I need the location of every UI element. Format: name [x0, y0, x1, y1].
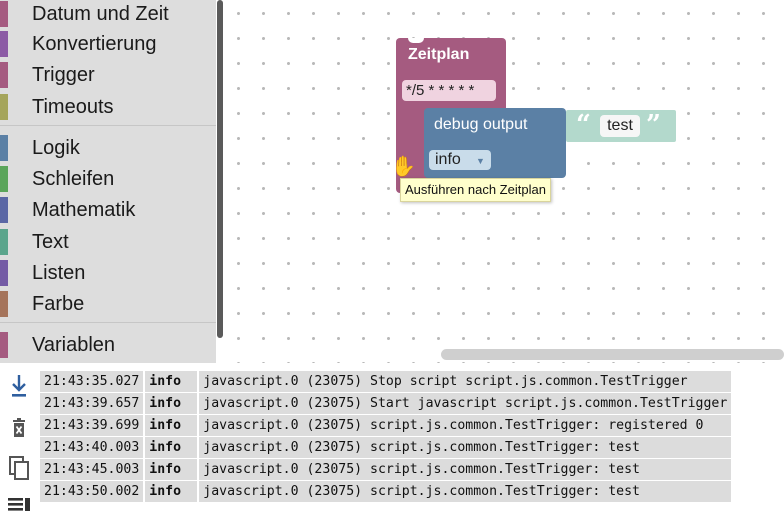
- toolbox-category-trigger[interactable]: Trigger: [0, 61, 216, 89]
- category-label: Logik: [32, 137, 80, 159]
- category-color-stripe: [0, 260, 8, 286]
- block-tooltip: Ausführen nach Zeitplan: [400, 178, 551, 202]
- log-table: 21:43:35.027 info javascript.0 (23075) S…: [40, 370, 734, 503]
- scroll-to-bottom-button[interactable]: [4, 371, 34, 401]
- wrap-lines-icon: [8, 498, 30, 511]
- toolbox-category-farbe[interactable]: Farbe: [0, 290, 216, 318]
- log-message: javascript.0 (23075) Start javascript sc…: [199, 393, 734, 414]
- category-label: Timeouts: [32, 96, 114, 118]
- close-quote-icon: ”: [646, 110, 661, 140]
- toolbox-category-datum-und-zeit[interactable]: Datum und Zeit: [0, 0, 216, 28]
- log-level-dropdown[interactable]: info ▼: [429, 150, 491, 170]
- log-message: javascript.0 (23075) script.js.common.Te…: [199, 415, 734, 436]
- category-label: Variablen: [32, 334, 116, 356]
- category-color-stripe: [0, 166, 8, 192]
- copy-log-button[interactable]: [4, 452, 34, 482]
- toolbox-category-timeouts[interactable]: Timeouts: [0, 93, 216, 121]
- category-color-stripe: [0, 332, 8, 358]
- text-block[interactable]: “ test ”: [566, 110, 676, 142]
- log-severity: info: [145, 415, 200, 436]
- log-time: 21:43:50.002: [40, 481, 146, 502]
- cron-schedule-field[interactable]: */5 * * * * *: [402, 80, 496, 101]
- log-row: 21:43:40.003 info javascript.0 (23075) s…: [40, 437, 734, 458]
- wrap-lines-button[interactable]: [4, 490, 34, 520]
- debug-output-block-title: debug output: [434, 116, 528, 133]
- log-time: 21:43:40.003: [40, 437, 146, 458]
- log-severity: info: [145, 481, 200, 502]
- category-label: Farbe: [32, 293, 85, 315]
- toolbox-separator: [0, 125, 216, 126]
- toolbox-category-listen[interactable]: Listen: [0, 259, 216, 287]
- log-time: 21:43:45.003: [40, 459, 146, 480]
- copy-icon: [9, 456, 29, 480]
- open-quote-icon: “: [576, 110, 591, 140]
- toolbox-category-logik[interactable]: Logik: [0, 134, 216, 162]
- log-row: 21:43:35.027 info javascript.0 (23075) S…: [40, 371, 734, 392]
- category-label: Schleifen: [32, 168, 115, 190]
- log-severity: info: [145, 459, 200, 480]
- log-time: 21:43:39.699: [40, 415, 146, 436]
- log-severity: info: [145, 393, 200, 414]
- log-message: javascript.0 (23075) script.js.common.Te…: [199, 437, 734, 458]
- log-severity: info: [145, 371, 200, 392]
- log-severity: info: [145, 437, 200, 458]
- blockly-toolbox: Datum und Zeit Konvertierung Trigger Tim…: [0, 0, 216, 363]
- category-label: Mathematik: [32, 199, 136, 221]
- log-message: javascript.0 (23075) script.js.common.Te…: [199, 481, 734, 502]
- toolbox-category-mathematik[interactable]: Mathematik: [0, 196, 216, 224]
- category-color-stripe: [0, 229, 8, 255]
- toolbox-separator: [0, 322, 216, 323]
- workspace-horizontal-scrollbar[interactable]: [441, 349, 784, 360]
- toolbox-category-konvertierung[interactable]: Konvertierung: [0, 30, 216, 58]
- category-label: Datum und Zeit: [32, 3, 169, 25]
- category-label: Text: [32, 231, 69, 253]
- category-color-stripe: [0, 1, 8, 27]
- scroll-to-bottom-icon: [12, 375, 26, 397]
- toolbox-category-text[interactable]: Text: [0, 228, 216, 256]
- toolbox-scrollbar[interactable]: [217, 0, 223, 338]
- clear-log-button[interactable]: [4, 413, 34, 443]
- hand-cursor-icon: ✋: [391, 156, 416, 178]
- category-color-stripe: [0, 197, 8, 223]
- clear-log-icon: [13, 418, 25, 437]
- zeitplan-block-title: Zeitplan: [408, 46, 470, 63]
- log-level-value: info: [435, 151, 461, 168]
- log-row: 21:43:39.657 info javascript.0 (23075) S…: [40, 393, 734, 414]
- log-panel[interactable]: 21:43:35.027 info javascript.0 (23075) S…: [40, 363, 784, 519]
- log-row: 21:43:39.699 info javascript.0 (23075) s…: [40, 415, 734, 436]
- category-label: Listen: [32, 262, 86, 284]
- category-color-stripe: [0, 94, 8, 120]
- text-value-field[interactable]: test: [600, 115, 640, 137]
- log-message: javascript.0 (23075) Stop script script.…: [199, 371, 734, 392]
- toolbox-category-schleifen[interactable]: Schleifen: [0, 165, 216, 193]
- category-color-stripe: [0, 62, 8, 88]
- category-color-stripe: [0, 135, 8, 161]
- category-label: Trigger: [32, 64, 95, 86]
- category-label: Konvertierung: [32, 33, 157, 55]
- category-color-stripe: [0, 291, 8, 317]
- log-row: 21:43:45.003 info javascript.0 (23075) s…: [40, 459, 734, 480]
- log-message: javascript.0 (23075) script.js.common.Te…: [199, 459, 734, 480]
- debug-output-block[interactable]: debug output info ▼: [424, 108, 566, 178]
- block-notch: [408, 38, 424, 43]
- log-time: 21:43:39.657: [40, 393, 146, 414]
- log-toolbar: [0, 363, 40, 519]
- toolbox-category-variablen[interactable]: Variablen: [0, 331, 216, 359]
- log-time: 21:43:35.027: [40, 371, 146, 392]
- dropdown-arrow-icon: ▼: [476, 156, 485, 166]
- category-color-stripe: [0, 31, 8, 57]
- log-row: 21:43:50.002 info javascript.0 (23075) s…: [40, 481, 734, 502]
